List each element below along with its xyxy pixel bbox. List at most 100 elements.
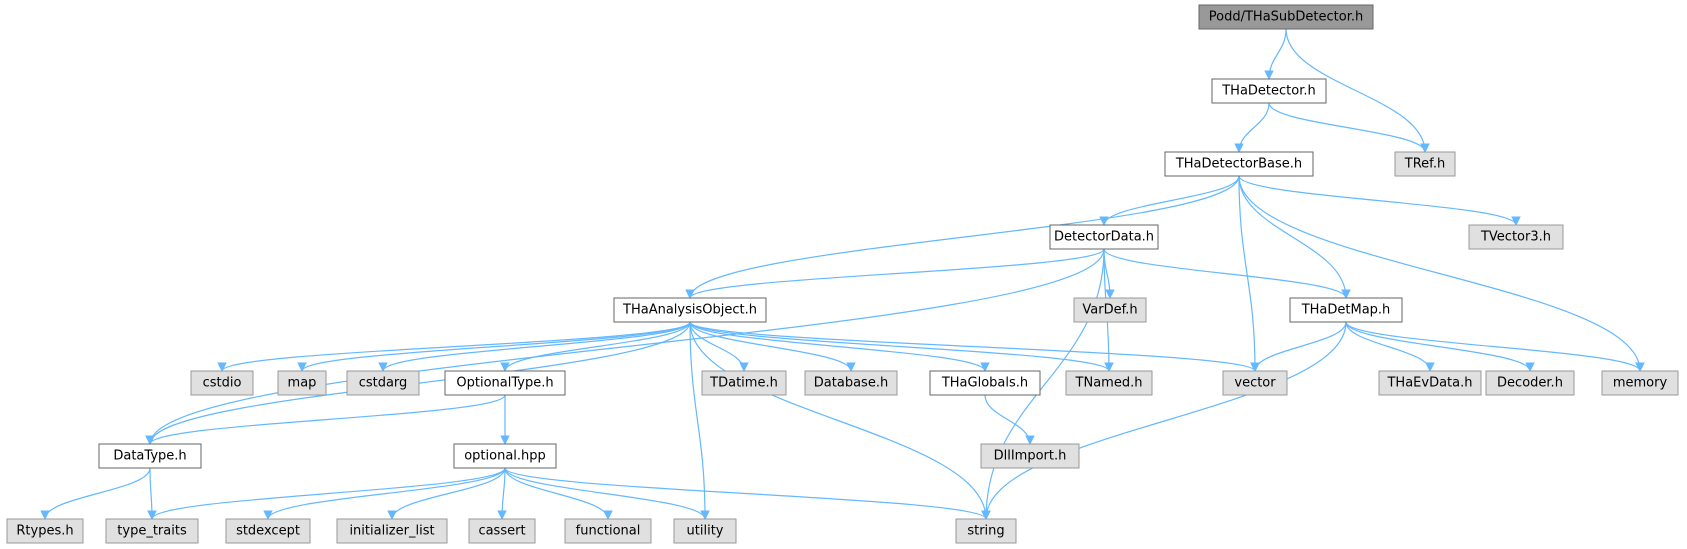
node-vector-label: vector xyxy=(1234,376,1276,391)
node-thadetmap[interactable]: THaDetMap.h xyxy=(1289,297,1403,323)
node-dllimport-box xyxy=(980,443,1080,469)
edge-root-to-tref xyxy=(1285,28,1430,153)
node-cstdio-box xyxy=(190,370,254,396)
node-thadetectorbase[interactable]: THaDetectorBase.h xyxy=(1164,151,1314,177)
node-optionalhpp[interactable]: optional.hpp xyxy=(453,443,557,469)
edge-thadetmap-to-decoder xyxy=(1345,321,1535,372)
edge-thaanalysisobject-to-string xyxy=(689,321,991,520)
edges-layer xyxy=(40,28,1645,520)
node-thaanalysisobject-label: THaAnalysisObject.h xyxy=(622,303,757,318)
node-tvector3-box xyxy=(1468,224,1564,250)
edge-thaglobals-to-dllimport xyxy=(984,394,1035,445)
edge-thadetectorbase-to-memory xyxy=(1238,175,1645,372)
node-detectordata-box xyxy=(1049,224,1159,250)
edge-detectordata-to-string xyxy=(981,248,1105,520)
edge-thaanalysisobject-to-cstdio xyxy=(217,321,691,372)
edge-detectordata-to-datatype xyxy=(145,248,1105,445)
node-functional-label: functional xyxy=(576,524,641,539)
node-thaevdata: THaEvData.h xyxy=(1378,370,1482,396)
edge-thadetector-to-tref xyxy=(1268,102,1430,153)
node-vector: vector xyxy=(1222,370,1288,396)
node-thaevdata-label: THaEvData.h xyxy=(1386,376,1472,391)
node-functional-box xyxy=(564,518,652,544)
node-map-box xyxy=(277,370,327,396)
node-vardef-label: VarDef.h xyxy=(1082,303,1137,318)
node-thadetectorbase-box xyxy=(1164,151,1314,177)
edge-optionalhpp-to-stdexcept xyxy=(263,467,506,520)
edge-thadetectorbase-to-tvector3 xyxy=(1238,175,1521,226)
node-typetraits-label: type_traits xyxy=(117,524,187,539)
node-string-label: string xyxy=(967,524,1004,539)
node-map-label: map xyxy=(288,376,317,391)
node-tdatime-box xyxy=(701,370,787,396)
edge-root-to-thadetector xyxy=(1264,28,1287,80)
edge-thaanalysisobject-to-cstdarg xyxy=(378,321,691,372)
edge-thadetmap-to-memory xyxy=(1345,321,1645,372)
node-datatype-label: DataType.h xyxy=(113,449,186,464)
node-stdexcept-box xyxy=(225,518,311,544)
node-utility-label: utility xyxy=(687,524,724,539)
node-stdexcept-label: stdexcept xyxy=(236,524,300,539)
node-datatype[interactable]: DataType.h xyxy=(98,443,202,469)
node-thadetectorbase-label: THaDetectorBase.h xyxy=(1175,157,1302,172)
node-root-label: Podd/THaSubDetector.h xyxy=(1209,10,1363,25)
edge-thaanalysisobject-to-map xyxy=(297,321,691,372)
edge-datatype-to-typetraits xyxy=(147,467,157,520)
edge-thaanalysisobject-to-tdatime xyxy=(689,321,749,372)
node-root[interactable]: Podd/THaSubDetector.h xyxy=(1198,4,1374,30)
edge-detectordata-to-thadetmap xyxy=(1103,248,1351,299)
node-tref: TRef.h xyxy=(1394,151,1456,177)
node-initlist-box xyxy=(336,518,448,544)
node-rtypes-box xyxy=(6,518,84,544)
node-cassert-label: cassert xyxy=(478,524,525,539)
nodes-layer: Podd/THaSubDetector.hTHaDetector.hTRef.h… xyxy=(6,4,1679,544)
node-dllimport: DllImport.h xyxy=(980,443,1080,469)
edge-thaanalysisobject-to-vector xyxy=(689,321,1260,372)
edge-thadetmap-to-string xyxy=(981,321,1347,520)
node-string-box xyxy=(955,518,1017,544)
node-vardef-box xyxy=(1073,297,1147,323)
node-rtypes-label: Rtypes.h xyxy=(16,524,73,539)
node-decoder: Decoder.h xyxy=(1485,370,1575,396)
node-tref-box xyxy=(1394,151,1456,177)
node-optionaltype[interactable]: OptionalType.h xyxy=(444,370,566,396)
node-memory: memory xyxy=(1601,370,1679,396)
node-database-label: Database.h xyxy=(814,376,888,391)
edge-thadetectorbase-to-vector xyxy=(1238,175,1260,372)
node-tdatime-label: TDatime.h xyxy=(709,376,778,391)
node-cassert-box xyxy=(468,518,536,544)
node-datatype-box xyxy=(98,443,202,469)
node-utility: utility xyxy=(673,518,737,544)
edge-thadetmap-to-thaevdata xyxy=(1345,321,1435,372)
node-memory-label: memory xyxy=(1613,376,1668,391)
edge-optionaltype-to-datatype xyxy=(145,394,506,445)
edge-optionalhpp-to-utility xyxy=(504,467,710,520)
node-vector-box xyxy=(1222,370,1288,396)
edge-thaanalysisobject-to-utility xyxy=(689,321,710,520)
node-detectordata[interactable]: DetectorData.h xyxy=(1049,224,1159,250)
node-thaanalysisobject[interactable]: THaAnalysisObject.h xyxy=(613,297,767,323)
node-database-box xyxy=(804,370,898,396)
node-optionalhpp-label: optional.hpp xyxy=(464,449,546,464)
edge-thadetmap-to-vector xyxy=(1250,321,1347,372)
edge-optionalhpp-to-string xyxy=(504,467,991,520)
node-typetraits-box xyxy=(105,518,199,544)
node-thadetector-label: THaDetector.h xyxy=(1221,84,1316,99)
node-cassert: cassert xyxy=(468,518,536,544)
node-thaanalysisobject-box xyxy=(613,297,767,323)
node-vardef: VarDef.h xyxy=(1073,297,1147,323)
node-thaglobals[interactable]: THaGlobals.h xyxy=(929,370,1041,396)
node-string: string xyxy=(955,518,1017,544)
edge-thaanalysisobject-to-datatype xyxy=(145,321,691,445)
node-initlist: initializer_list xyxy=(336,518,448,544)
node-optionaltype-label: OptionalType.h xyxy=(456,376,553,391)
node-cstdio-label: cstdio xyxy=(203,376,242,391)
node-tdatime: TDatime.h xyxy=(701,370,787,396)
node-tnamed: TNamed.h xyxy=(1065,370,1153,396)
node-thadetmap-label: THaDetMap.h xyxy=(1301,303,1391,318)
edge-optionalhpp-to-functional xyxy=(504,467,613,520)
node-cstdarg-box xyxy=(346,370,420,396)
node-stdexcept: stdexcept xyxy=(225,518,311,544)
node-database: Database.h xyxy=(804,370,898,396)
node-thadetector[interactable]: THaDetector.h xyxy=(1211,78,1327,104)
